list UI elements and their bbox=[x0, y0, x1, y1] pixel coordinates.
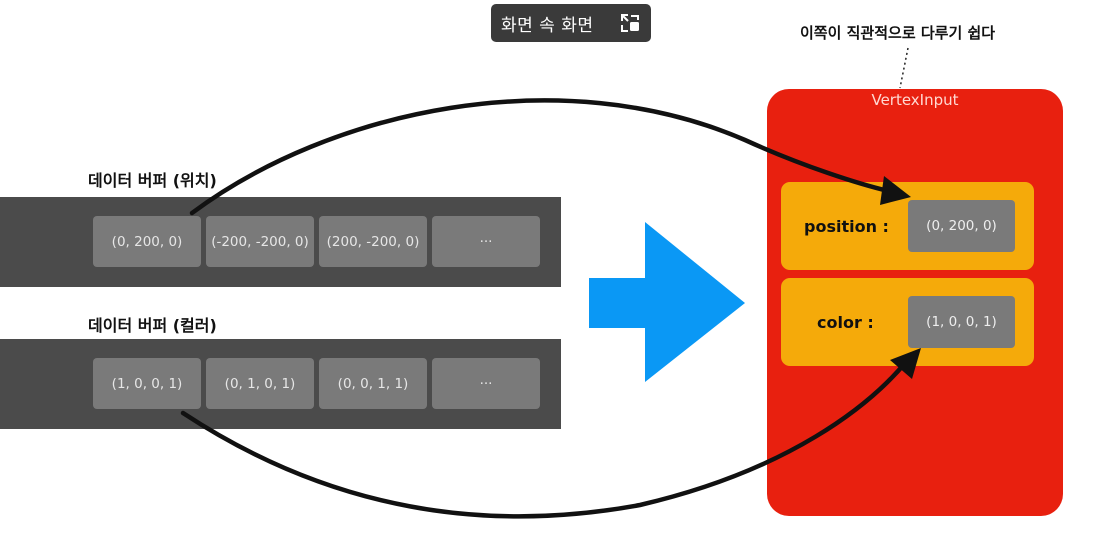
color-slot-label: color : bbox=[817, 313, 874, 332]
color-slot: color : (1, 0, 0, 1) bbox=[781, 278, 1034, 366]
position-curve-arrow bbox=[189, 98, 900, 216]
color-curve-arrow bbox=[180, 359, 909, 519]
color-buffer-label: 데이터 버퍼 (컬러) bbox=[88, 316, 217, 335]
position-cell: (200, -200, 0) bbox=[319, 216, 427, 267]
position-cell: (0, 200, 0) bbox=[93, 216, 201, 267]
vertex-input-title: VertexInput bbox=[871, 91, 959, 109]
position-buffer-label: 데이터 버퍼 (위치) bbox=[88, 171, 217, 190]
color-cell: (1, 0, 0, 1) bbox=[93, 358, 201, 409]
color-cell: (0, 1, 0, 1) bbox=[206, 358, 314, 409]
position-cell: (-200, -200, 0) bbox=[206, 216, 314, 267]
pip-label: 화면 속 화면 bbox=[501, 15, 594, 36]
position-buffer: (0, 200, 0) (-200, -200, 0) (200, -200, … bbox=[0, 197, 561, 287]
picture-in-picture-button[interactable]: 화면 속 화면 bbox=[491, 4, 651, 42]
annotation-note: 이쪽이 직관적으로 다루기 쉽다 bbox=[800, 24, 996, 42]
color-arrowhead bbox=[890, 348, 921, 379]
position-arrowhead bbox=[880, 176, 911, 205]
color-buffer: (1, 0, 0, 1) (0, 1, 0, 1) (0, 0, 1, 1) ·… bbox=[0, 339, 561, 429]
color-slot-value: (1, 0, 0, 1) bbox=[908, 296, 1015, 348]
position-slot-label: position : bbox=[804, 217, 889, 236]
position-slot-value: (0, 200, 0) bbox=[908, 200, 1015, 252]
picture-in-picture-icon bbox=[621, 14, 639, 32]
position-cell-ellipsis: ··· bbox=[432, 216, 540, 267]
color-cell: (0, 0, 1, 1) bbox=[319, 358, 427, 409]
blue-arrow bbox=[589, 222, 745, 382]
color-cell-ellipsis: ··· bbox=[432, 358, 540, 409]
note-leader-line bbox=[899, 47, 909, 89]
vertex-input-box: VertexInput position : (0, 200, 0) color… bbox=[767, 89, 1063, 516]
